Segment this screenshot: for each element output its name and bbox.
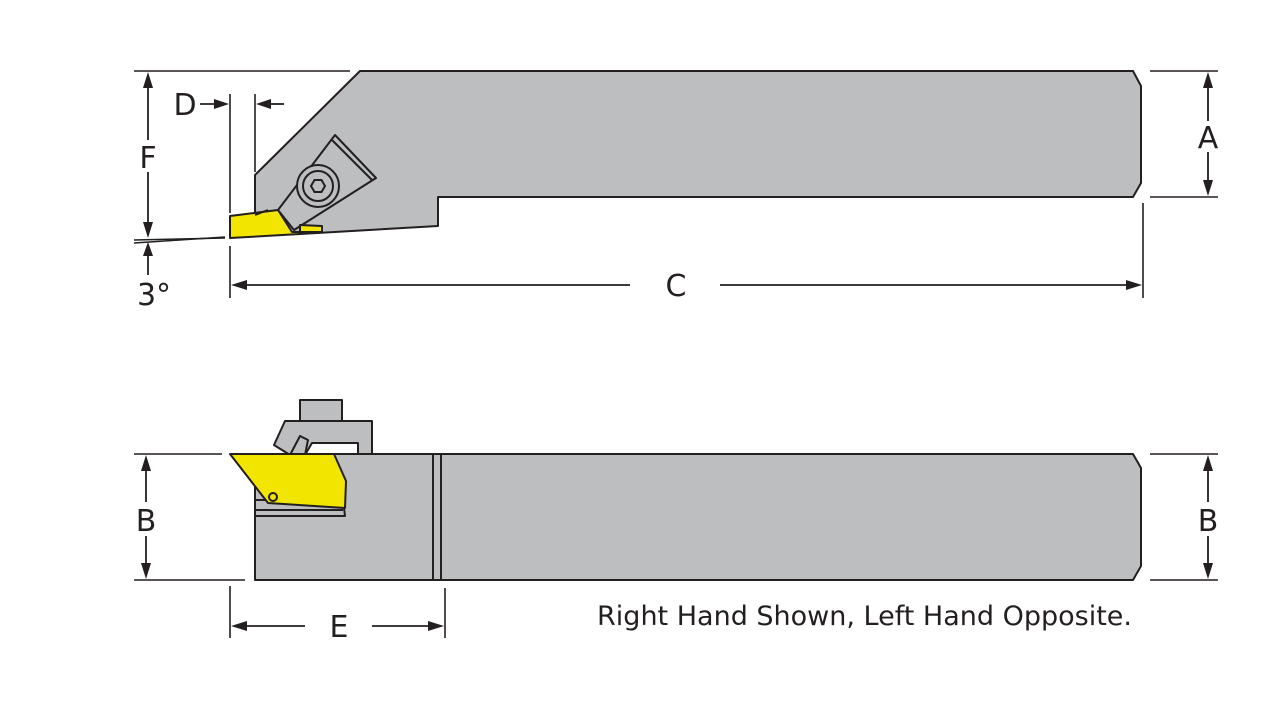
dimension-a-label: A — [1198, 121, 1219, 156]
side-view — [229, 399, 1142, 581]
dimension-a: A — [1150, 70, 1219, 198]
side-clamp — [273, 399, 373, 456]
dimension-b-left: B — [134, 453, 245, 581]
dimension-e-label: E — [330, 610, 349, 645]
dimension-b-right: B — [1150, 453, 1219, 581]
side-view-holder-body — [254, 453, 1142, 581]
hand-orientation-note: Right Hand Shown, Left Hand Opposite. — [597, 601, 1132, 632]
dimension-b-right-label: B — [1198, 504, 1219, 539]
dimension-d-label: D — [173, 88, 196, 123]
top-view-holder-body — [254, 70, 1142, 235]
dimension-e: E — [229, 586, 446, 645]
dimension-b-left-label: B — [136, 504, 157, 539]
top-view — [229, 70, 1142, 239]
dimension-d: D — [173, 88, 284, 213]
side-view-cutting-insert — [229, 453, 347, 509]
dimension-c-label: C — [666, 269, 687, 304]
angle-indicator: 3° — [133, 236, 226, 313]
angle-label: 3° — [137, 278, 171, 313]
dimension-c: C — [229, 203, 1144, 304]
clamp-screw-icon — [296, 164, 340, 208]
top-view-cutting-insert — [229, 209, 323, 239]
dimension-f-label: F — [139, 141, 156, 176]
